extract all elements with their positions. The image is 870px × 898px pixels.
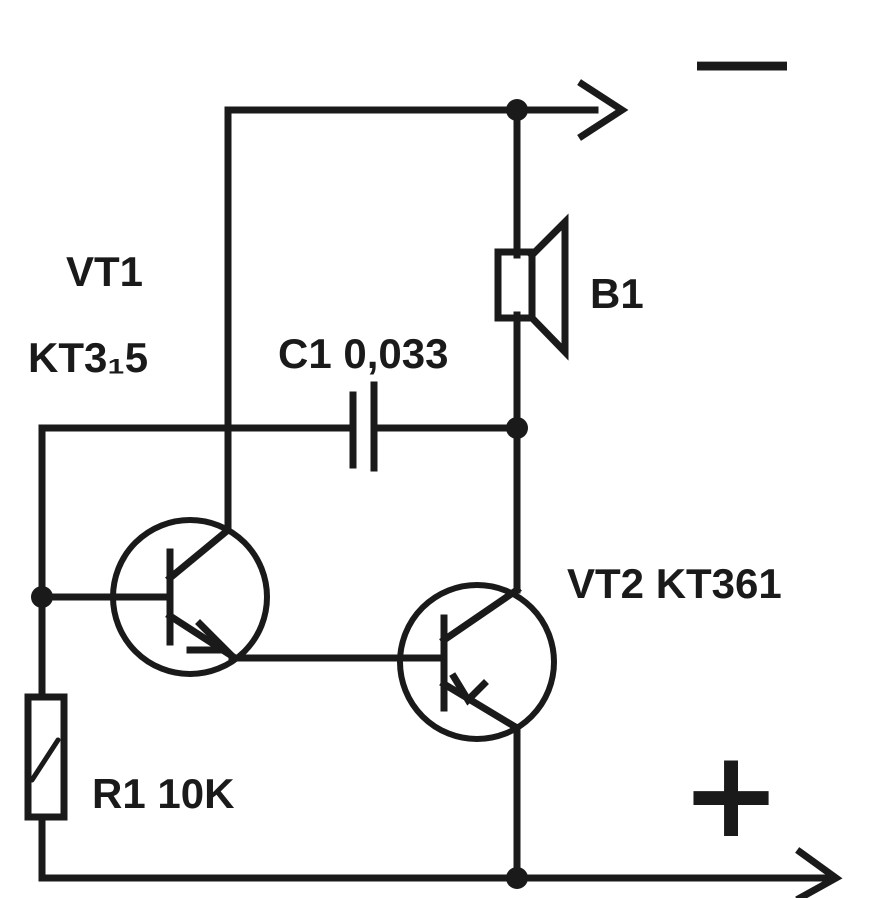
resistor-label: R1 10K <box>92 770 234 817</box>
vt1-label: VT1 <box>66 248 143 295</box>
vt1-type-label: KT3₁5 <box>28 334 148 381</box>
minus-output-arrow <box>577 79 629 141</box>
capacitor-c1 <box>349 381 378 472</box>
minus-sign: — <box>697 10 787 110</box>
transistor-vt1 <box>110 517 270 677</box>
left-column-wire <box>31 424 172 882</box>
resistor-r1 <box>24 693 68 821</box>
right-column-wire <box>506 106 528 884</box>
plus-sign: + <box>681 726 782 865</box>
bottom-rail <box>38 847 843 898</box>
transistor-vt2 <box>397 582 557 742</box>
top-rail <box>224 99 599 534</box>
capacitor-label: C1 0,033 <box>278 330 448 377</box>
speaker-b1 <box>494 213 569 361</box>
speaker-label: B1 <box>590 270 644 317</box>
vt2-label: VT2 KT361 <box>567 560 782 607</box>
